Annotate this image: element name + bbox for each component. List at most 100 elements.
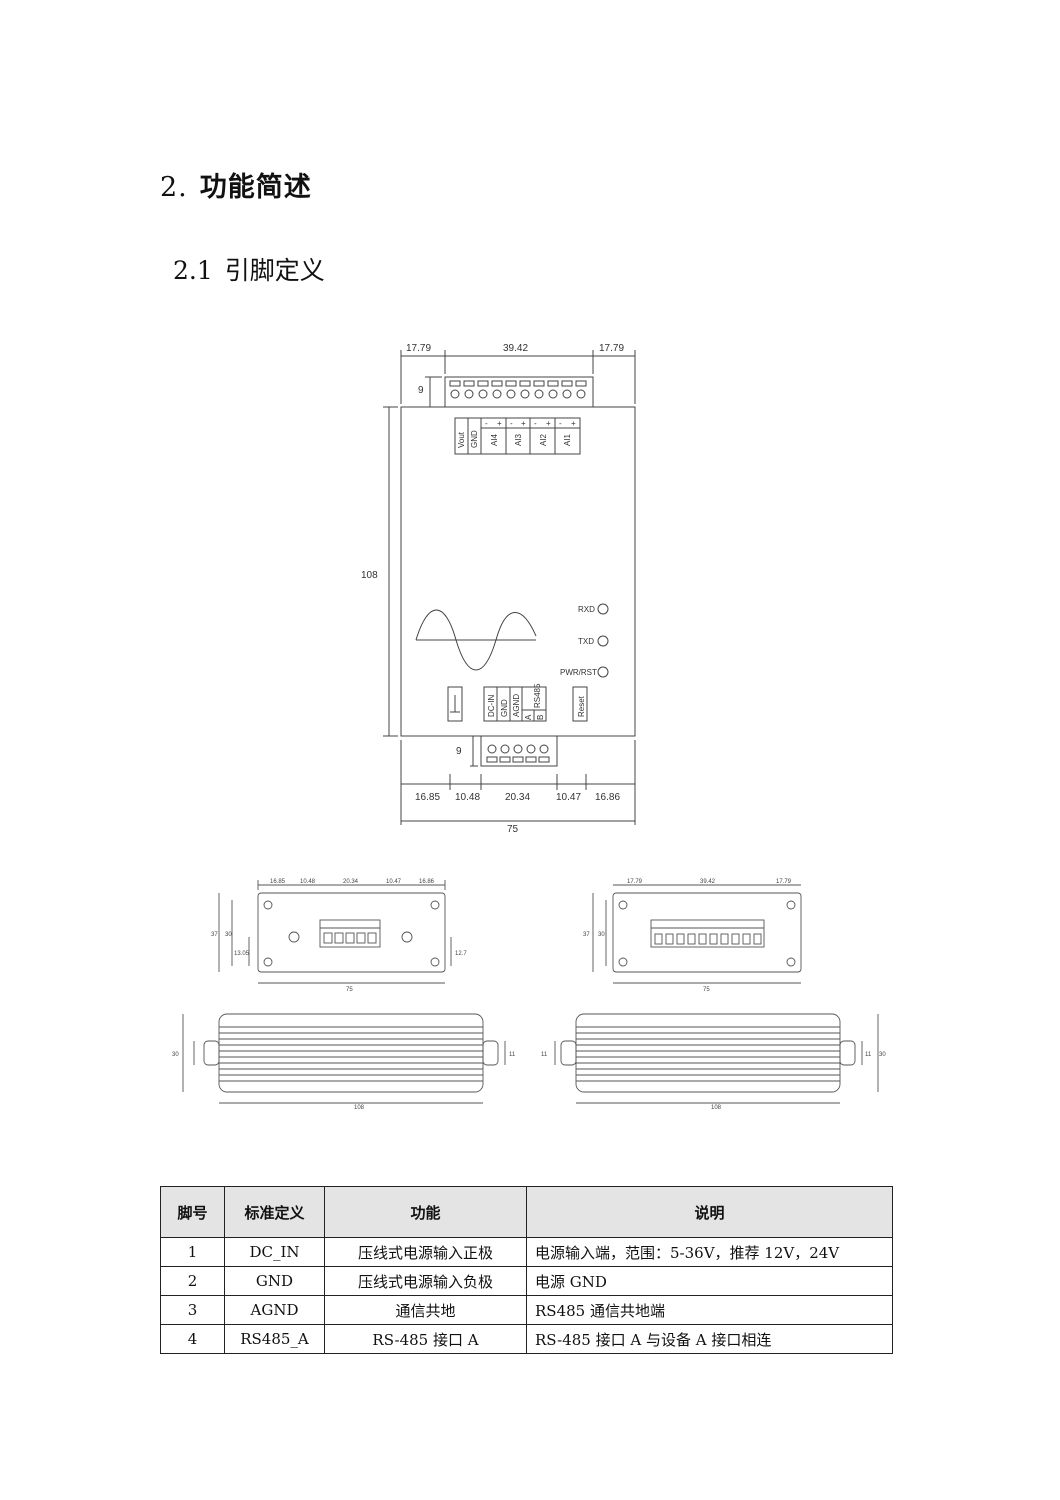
dim-bottom-3: 20.34 xyxy=(505,792,530,803)
side-view-right-labels: 11 11 30 108 xyxy=(541,1052,886,1111)
svr-length: 108 xyxy=(711,1105,722,1111)
evr-dim-1: 17.79 xyxy=(627,879,643,885)
section-number: 2. xyxy=(160,172,188,203)
sign-7: - xyxy=(559,419,562,428)
cell-pin: 1 xyxy=(160,1237,225,1267)
evl-hole-height: 13.05 xyxy=(234,951,250,957)
evr-dim-2: 39.42 xyxy=(700,879,716,885)
label-gnd: GND xyxy=(470,430,479,448)
dim-bottom-5: 16.86 xyxy=(595,792,620,803)
end-view-right xyxy=(592,884,802,984)
svr-tab-left: 11 xyxy=(541,1052,548,1058)
label-reset: Reset xyxy=(577,695,586,717)
dim-bottom-1: 16.85 xyxy=(415,792,440,803)
evl-dim-5: 16.86 xyxy=(419,879,435,885)
cell-function: 压线式电源输入负极 xyxy=(324,1266,527,1296)
evl-width: 75 xyxy=(346,987,353,993)
mechanical-drawing: 17.79 39.42 17.79 108 9 9 16.85 10.48 20… xyxy=(172,343,886,1111)
evl-dim-2: 10.48 xyxy=(300,879,316,885)
cell-description: 电源 GND xyxy=(526,1266,893,1296)
led-rxd xyxy=(597,603,609,615)
table-row: 3 AGND 通信共地 RS485 通信共地端 xyxy=(160,1295,893,1325)
evl-right-dim: 12.7 xyxy=(455,951,467,957)
sine-wave-logo xyxy=(415,609,537,671)
end-view-right-labels: 17.79 39.42 17.79 37 30 75 xyxy=(583,879,792,993)
cell-definition: AGND xyxy=(224,1295,325,1325)
dim-top-3: 17.79 xyxy=(599,343,624,354)
subsection-title: 引脚定义 xyxy=(224,256,325,285)
dim-connector-bottom: 9 xyxy=(456,746,462,757)
cell-definition: GND xyxy=(224,1266,325,1296)
cell-description: RS-485 接口 A 与设备 A 接口相连 xyxy=(526,1324,893,1354)
cell-pin: 3 xyxy=(160,1295,225,1325)
side-view-right xyxy=(554,1013,879,1104)
sign-6: + xyxy=(546,419,551,428)
header-definition: 标准定义 xyxy=(224,1186,325,1238)
svl-length: 108 xyxy=(354,1105,365,1111)
label-ai1: AI1 xyxy=(563,433,572,446)
section-heading: 2. 功能简述 xyxy=(160,165,312,204)
dim-width: 75 xyxy=(507,824,519,835)
subsection-number: 2.1 xyxy=(173,256,213,285)
dim-height: 108 xyxy=(361,570,378,581)
top-terminal-block xyxy=(444,376,594,408)
label-dc-in: DC-IN xyxy=(487,695,496,717)
pin-definition-table: 脚号 标准定义 功能 说明 1 DC_IN 压线式电源输入正极 电源输入端，范围… xyxy=(160,1186,893,1354)
label-ai2: AI2 xyxy=(539,433,548,446)
section-title: 功能简述 xyxy=(199,172,312,203)
side-view-left xyxy=(182,1013,506,1104)
header-pin-no: 脚号 xyxy=(160,1186,225,1238)
led-txd xyxy=(597,635,609,647)
end-view-left xyxy=(218,880,452,984)
table-row: 2 GND 压线式电源输入负极 电源 GND xyxy=(160,1266,893,1296)
sign-4: + xyxy=(521,419,526,428)
label-rs485: RS485 xyxy=(533,683,542,708)
dim-bottom-4: 10.47 xyxy=(556,792,581,803)
led-pwr xyxy=(597,666,609,678)
cell-description: RS485 通信共地端 xyxy=(526,1295,893,1325)
dim-top-1: 17.79 xyxy=(406,343,431,354)
bottom-terminal-screws xyxy=(486,744,550,763)
header-function: 功能 xyxy=(324,1186,527,1238)
svr-tab-right: 11 xyxy=(865,1052,872,1058)
cell-function: RS-485 接口 A xyxy=(324,1324,527,1354)
label-b: B xyxy=(536,715,545,720)
bottom-terminal-block xyxy=(480,735,558,767)
sign-3: - xyxy=(510,419,513,428)
side-view-left-labels: 30 11 108 xyxy=(172,1052,516,1111)
label-ai4: AI4 xyxy=(490,433,499,446)
evl-dim-1: 16.85 xyxy=(270,879,286,885)
label-vout: Vout xyxy=(457,431,466,448)
led-label-pwr: PWR/RST xyxy=(560,668,597,677)
svl-tab: 11 xyxy=(509,1052,516,1058)
led-label-txd: TXD xyxy=(578,637,594,646)
label-gnd-bottom: GND xyxy=(500,699,509,717)
evr-height-inner: 30 xyxy=(598,932,605,938)
cell-function: 通信共地 xyxy=(324,1295,527,1325)
label-ai3: AI3 xyxy=(514,433,523,446)
cell-definition: DC_IN xyxy=(224,1237,325,1267)
dim-top-2: 39.42 xyxy=(503,343,528,354)
sign-5: - xyxy=(534,419,537,428)
top-view xyxy=(383,350,636,825)
header-description: 说明 xyxy=(526,1186,893,1238)
cell-function: 压线式电源输入正极 xyxy=(324,1237,527,1267)
evr-width: 75 xyxy=(703,987,710,993)
table-row: 4 RS485_A RS-485 接口 A RS-485 接口 A 与设备 A … xyxy=(160,1324,893,1354)
label-agnd: AGND xyxy=(512,694,521,717)
top-terminal-screws xyxy=(449,380,587,399)
label-a: A xyxy=(524,714,533,720)
subsection-heading: 2.1 引脚定义 xyxy=(173,251,325,287)
dim-connector-top: 9 xyxy=(418,385,424,396)
table-header-row: 脚号 标准定义 功能 说明 xyxy=(160,1186,893,1238)
evl-dim-3: 20.34 xyxy=(343,879,359,885)
evl-dim-4: 10.47 xyxy=(386,879,402,885)
cell-description: 电源输入端，范围：5-36V，推荐 12V，24V xyxy=(526,1237,893,1267)
cell-definition: RS485_A xyxy=(224,1324,325,1354)
cell-pin: 4 xyxy=(160,1324,225,1354)
top-view-labels: 17.79 39.42 17.79 108 9 9 16.85 10.48 20… xyxy=(361,343,624,835)
sign-1: - xyxy=(485,419,488,428)
evr-dim-3: 17.79 xyxy=(776,879,792,885)
table-row: 1 DC_IN 压线式电源输入正极 电源输入端，范围：5-36V，推荐 12V，… xyxy=(160,1237,893,1267)
cell-pin: 2 xyxy=(160,1266,225,1296)
